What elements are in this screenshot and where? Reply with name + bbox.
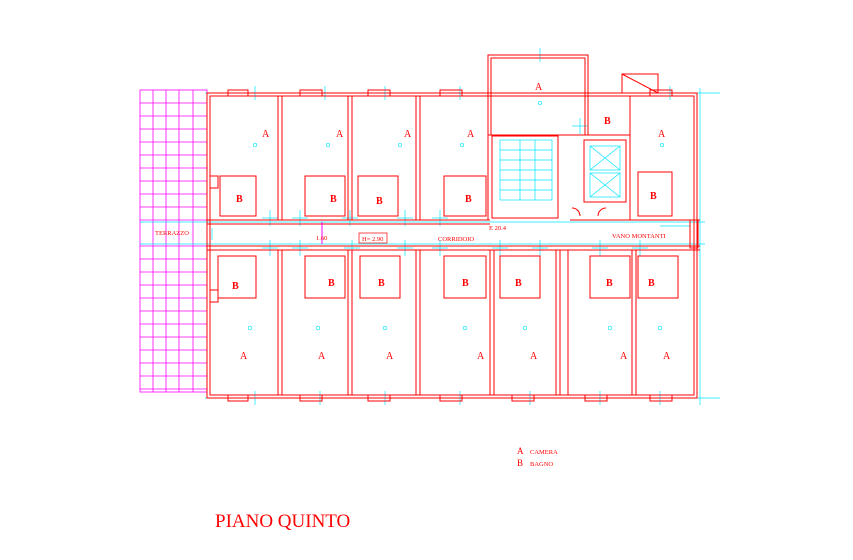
room-a-label: A	[262, 129, 270, 140]
walls	[206, 54, 700, 402]
room-a-label: A	[467, 129, 475, 140]
terrace	[139, 89, 208, 393]
room-a-label: A	[240, 351, 248, 362]
room-a-label: A	[318, 351, 326, 362]
legend-text-a: CAMERA	[530, 449, 558, 456]
room-b-label: B	[515, 278, 522, 289]
shaft-label: VANO MONTANTI	[612, 233, 666, 240]
room-a-label: A	[620, 351, 628, 362]
room-b-label: B	[462, 278, 469, 289]
room-b-label: B	[648, 278, 655, 289]
room-a-label: A	[336, 129, 344, 140]
terrace-label: TERRAZZO	[155, 230, 189, 237]
room-a-label: A	[658, 129, 666, 140]
room-labels-a: A A A A A A A A A A A A A	[240, 82, 671, 362]
room-b-label: B	[650, 191, 657, 202]
room-b-label: B	[236, 194, 243, 205]
dimension-height-label: H= 2.90	[362, 236, 383, 243]
room-b-label: B	[378, 278, 385, 289]
room-a-label: A	[663, 351, 671, 362]
legend-key-b: B	[517, 458, 523, 468]
room-a-label: A	[477, 351, 485, 362]
corridor-label: CORRIDOIO	[438, 236, 474, 243]
room-labels-b: B B B B B B B B B B B B B	[232, 116, 657, 292]
room-b-label: B	[606, 278, 613, 289]
legend: A CAMERA B BAGNO	[517, 446, 558, 468]
room-a-label: A	[404, 129, 412, 140]
legend-key-a: A	[517, 446, 524, 456]
legend-text-b: BAGNO	[530, 461, 553, 468]
plan-title: PIANO QUINTO	[215, 511, 350, 532]
room-b-label: B	[328, 278, 335, 289]
room-b-label: B	[465, 194, 472, 205]
room-b-label: B	[604, 116, 611, 127]
dimension-lines	[140, 48, 720, 405]
room-a-label: A	[386, 351, 394, 362]
dimension-width-label: 1.60	[316, 235, 327, 242]
room-b-label: B	[232, 281, 239, 292]
room-a-label: A	[535, 82, 543, 93]
elevation-label: E 20.4	[489, 225, 507, 232]
dimension-height-box	[358, 232, 388, 244]
room-a-label: A	[530, 351, 538, 362]
room-b-label: B	[330, 194, 337, 205]
room-b-label: B	[376, 196, 383, 207]
